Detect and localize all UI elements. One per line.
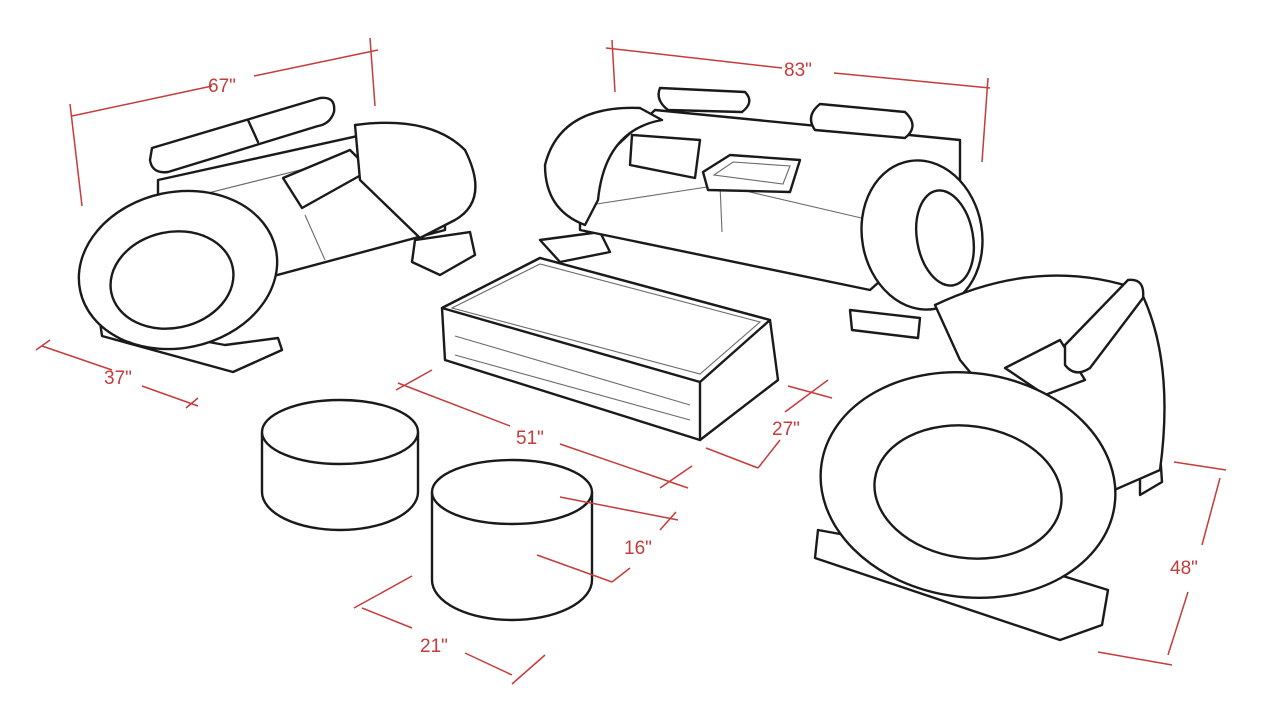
chair-headrest [1063,278,1145,374]
dim-label-loveseat-width: 67" [208,76,236,97]
sofa-headrest-left [657,86,751,114]
dimension-lines [35,37,1227,685]
sofa-arm-opening [914,189,976,287]
dim-label-chair-height: 48" [1170,558,1198,579]
loveseat [77,96,477,374]
loveseat-foot [410,230,477,277]
table-top [440,256,772,384]
armchair [813,274,1166,642]
ottoman-front [430,458,594,622]
dim-label-sofa-width: 83" [784,60,812,81]
sofa-right-foot [848,308,922,340]
coffee-table [440,256,780,442]
sofa-headrest-right [809,102,914,140]
dim-label-ottoman-diameter: 21" [420,636,448,657]
sofa-pillow [628,133,702,180]
dim-label-table-length: 51" [516,428,544,449]
dim-label-ottoman-height: 16" [624,538,652,559]
loveseat-arm-opening [109,230,235,330]
sofa [538,86,984,340]
loveseat-right-arm [353,121,477,240]
chair-arm-opening [873,424,1063,560]
sofa-left-arm [543,106,664,227]
sofa-left-foot [538,230,612,264]
dimension-labels: 67" 37" 83" 51" 27" 16" 21" 48" [104,60,1198,657]
loveseat-headrest [148,96,336,174]
dim-label-loveseat-depth: 37" [104,368,132,389]
ottoman-back [260,398,420,532]
dim-label-table-width: 27" [772,419,800,440]
